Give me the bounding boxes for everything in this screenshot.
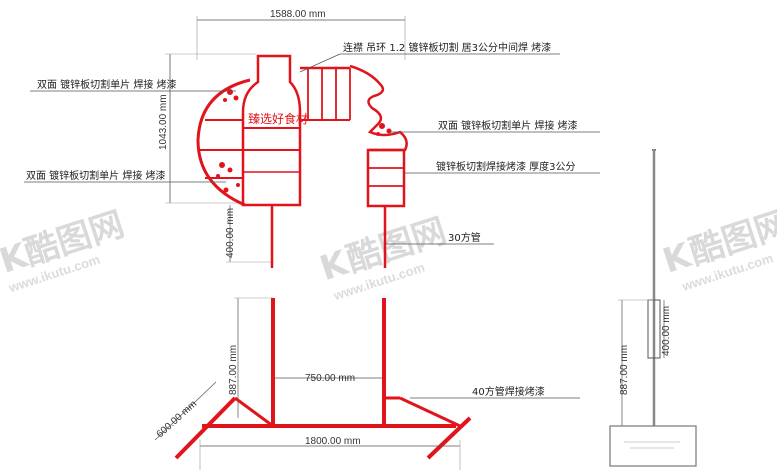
dim-frame-depth: 600.00 mm xyxy=(155,399,200,441)
note-left-upper: 双面 镀锌板切割单片 焊接 烤漆 xyxy=(37,78,177,91)
dim-frame-inner: 750.00 mm xyxy=(305,373,355,384)
plum-flower-icon xyxy=(376,123,392,136)
left-arc-panel xyxy=(196,78,251,207)
dim-width: 1588.00 mm xyxy=(270,9,326,20)
note-top: 连襟 吊环 1.2 镀锌板切割 居3公分中间焊 烤漆 xyxy=(343,41,551,54)
side-view: 887.00 mm 400.00 mm xyxy=(609,149,697,467)
note-frame: 40方管焊接烤漆 xyxy=(472,385,545,398)
note-right-mid: 镀锌板切割焊接烤漆 厚度3公分 xyxy=(436,160,576,173)
note-right-upper: 双面 镀锌板切割单片 焊接 烤漆 xyxy=(438,119,578,132)
sign-text: 臻选好食材 xyxy=(248,111,308,126)
base-frame: 887.00 mm 750.00 mm 600.00 mm 1800.00 mm… xyxy=(155,297,580,470)
right-shelf-box xyxy=(366,148,406,208)
note-post: 30方管 xyxy=(448,231,481,244)
bottle-panel xyxy=(241,54,302,207)
dim-side-height: 887.00 mm xyxy=(619,345,630,395)
dim-post: 400.00 mm xyxy=(225,208,236,258)
plum-flower-icon xyxy=(216,89,240,193)
dim-frame-height: 887.00 mm xyxy=(228,345,239,395)
dim-height: 1043.00 mm xyxy=(158,94,169,150)
sign-elevation: 1588.00 mm 1043.00 mm 400.00 mm 臻选好食材 xyxy=(24,9,600,268)
dim-side-top: 400.00 mm xyxy=(661,306,672,356)
side-base xyxy=(609,425,697,467)
cloud-scroll-panel xyxy=(349,64,408,152)
note-left-lower: 双面 镀锌板切割单片 焊接 烤漆 xyxy=(26,169,166,182)
watermark-left: K 酷图网 www.ikutu.com xyxy=(0,204,129,295)
dim-frame-width: 1800.00 mm xyxy=(305,436,361,447)
watermark-right: K 酷图网 www.ikutu.com xyxy=(658,204,777,295)
